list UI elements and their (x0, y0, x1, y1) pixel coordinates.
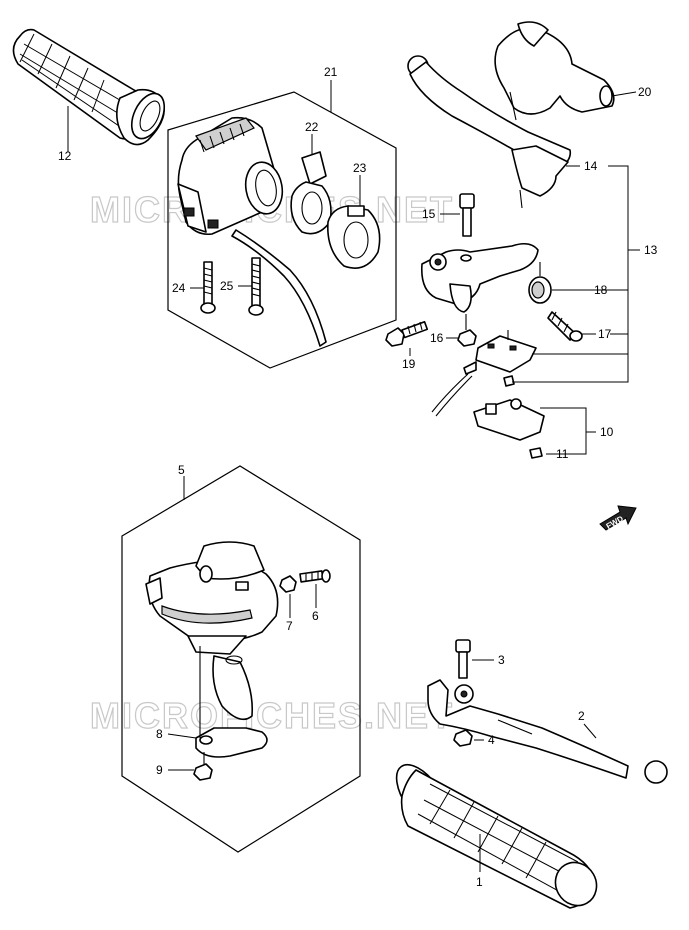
starter-switch-assembly[interactable] (145, 541, 279, 758)
callout-23[interactable]: 23 (353, 161, 367, 175)
callout-17[interactable]: 17 (598, 327, 612, 341)
bolt-19[interactable] (385, 320, 429, 347)
callout-2[interactable]: 2 (578, 709, 585, 723)
screw-6[interactable] (299, 569, 331, 583)
frame-5 (121, 465, 361, 853)
pivot-18[interactable] (528, 262, 552, 304)
callout-19[interactable]: 19 (402, 357, 416, 371)
callout-21[interactable]: 21 (324, 65, 338, 79)
lever-bracket-20[interactable] (494, 21, 615, 121)
watermark-bottom: MICROFICHES.NET (90, 695, 454, 736)
callout-10[interactable]: 10 (600, 425, 614, 439)
grip-left[interactable] (12, 28, 170, 146)
callout-12[interactable]: 12 (58, 149, 72, 163)
switch-assembly[interactable] (177, 116, 327, 347)
callout-4[interactable]: 4 (488, 733, 495, 747)
callout-20[interactable]: 20 (638, 85, 652, 99)
clutch-lever[interactable] (407, 55, 572, 209)
callout-8[interactable]: 8 (156, 727, 163, 741)
clutch-switch[interactable] (431, 330, 537, 417)
leader-20 (611, 91, 637, 97)
nut-16[interactable] (457, 314, 477, 347)
callout-15[interactable]: 15 (422, 207, 436, 221)
grip-right[interactable] (387, 756, 605, 913)
leader-8 (167, 733, 197, 739)
callout-22[interactable]: 22 (305, 120, 319, 134)
bracket-10 (540, 407, 596, 455)
bracket-13 (512, 165, 640, 383)
fwd-arrow-icon: FWD (599, 505, 637, 531)
callout-25[interactable]: 25 (220, 279, 234, 293)
lever-holder[interactable] (420, 242, 539, 313)
switch-part-22[interactable] (290, 151, 332, 235)
callout-14[interactable]: 14 (584, 159, 598, 173)
callout-24[interactable]: 24 (172, 281, 186, 295)
bolt-15[interactable] (459, 193, 475, 237)
leader-2 (583, 723, 597, 739)
switch-10[interactable] (473, 398, 545, 441)
screw-25[interactable] (248, 257, 264, 316)
nut-4[interactable] (453, 729, 473, 747)
callout-6[interactable]: 6 (312, 609, 319, 623)
callout-9[interactable]: 9 (156, 763, 163, 777)
callout-5[interactable]: 5 (178, 463, 185, 477)
callout-7[interactable]: 7 (286, 619, 293, 633)
callout-1[interactable]: 1 (476, 875, 483, 889)
bolt-3[interactable] (455, 639, 471, 679)
callout-11[interactable]: 11 (556, 447, 569, 461)
frame-21 (167, 91, 397, 369)
callout-16[interactable]: 16 (430, 331, 444, 345)
screw-24[interactable] (200, 261, 216, 314)
brake-lever[interactable] (427, 679, 668, 784)
callout-3[interactable]: 3 (498, 653, 505, 667)
nut-9[interactable] (193, 752, 213, 781)
nut-7[interactable] (279, 575, 297, 593)
callout-13[interactable]: 13 (644, 243, 658, 257)
screw-11[interactable] (529, 447, 543, 459)
adjuster-17[interactable] (547, 311, 583, 342)
switch-collar-23[interactable] (327, 205, 381, 269)
